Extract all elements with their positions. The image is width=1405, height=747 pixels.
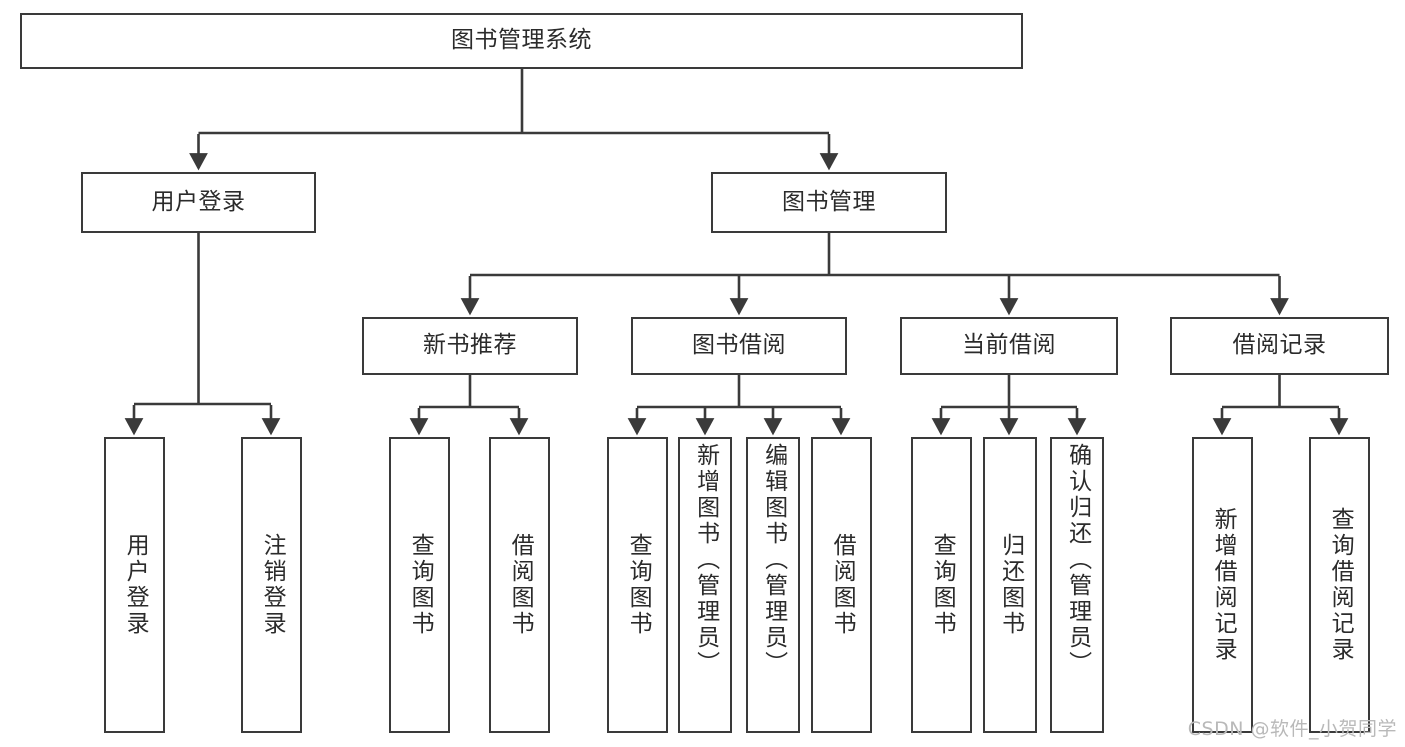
node-label: 新增借阅记录 <box>1210 507 1237 663</box>
node-leaf-confirm-return-admin[interactable]: 确认归还（管理员） <box>1050 437 1104 733</box>
node-leaf-query-borrow-record[interactable]: 查询借阅记录 <box>1309 437 1370 733</box>
node-leaf-query-book-current[interactable]: 查询图书 <box>911 437 972 733</box>
node-leaf-borrow-book[interactable]: 借阅图书 <box>811 437 872 733</box>
node-label: 图书管理系统 <box>451 27 592 54</box>
node-label: 新书推荐 <box>423 332 517 359</box>
node-label: 注销登录 <box>259 533 286 637</box>
node-label: 编辑图书（管理员） <box>760 443 787 677</box>
node-label: 确认归还（管理员） <box>1064 443 1091 677</box>
node-leaf-query-book-recommend[interactable]: 查询图书 <box>389 437 450 733</box>
node-label: 查询图书 <box>625 533 652 637</box>
node-book-management[interactable]: 图书管理 <box>711 172 947 233</box>
node-label: 图书管理 <box>782 188 876 215</box>
node-label: 当前借阅 <box>962 332 1056 359</box>
node-leaf-add-borrow-record[interactable]: 新增借阅记录 <box>1192 437 1253 733</box>
node-label: 借阅记录 <box>1232 332 1327 359</box>
node-label: 归还图书 <box>997 533 1024 637</box>
node-leaf-edit-book-admin[interactable]: 编辑图书（管理员） <box>746 437 800 733</box>
node-label: 查询图书 <box>929 533 956 637</box>
node-book-borrow[interactable]: 图书借阅 <box>631 317 847 375</box>
node-label: 查询借阅记录 <box>1327 507 1354 663</box>
node-leaf-logout[interactable]: 注销登录 <box>241 437 302 733</box>
node-borrow-record[interactable]: 借阅记录 <box>1170 317 1389 375</box>
node-leaf-query-book-borrow[interactable]: 查询图书 <box>607 437 668 733</box>
node-leaf-add-book-admin[interactable]: 新增图书（管理员） <box>678 437 732 733</box>
node-leaf-user-login[interactable]: 用户登录 <box>104 437 165 733</box>
node-label: 用户登录 <box>151 188 246 215</box>
node-label: 查询图书 <box>407 533 434 637</box>
node-label: 图书借阅 <box>692 332 786 359</box>
node-label: 新增图书（管理员） <box>692 443 719 677</box>
node-leaf-borrow-book-recommend[interactable]: 借阅图书 <box>489 437 550 733</box>
node-label: 借阅图书 <box>829 533 856 637</box>
node-label: 借阅图书 <box>507 533 534 637</box>
node-label: 用户登录 <box>122 533 149 637</box>
node-root-book-management-system[interactable]: 图书管理系统 <box>20 13 1023 69</box>
node-new-book-recommend[interactable]: 新书推荐 <box>362 317 578 375</box>
node-leaf-return-book[interactable]: 归还图书 <box>983 437 1037 733</box>
node-current-borrow[interactable]: 当前借阅 <box>900 317 1118 375</box>
node-user-login[interactable]: 用户登录 <box>81 172 316 233</box>
csdn-watermark: CSDN @软件_小贺同学 <box>1187 718 1397 740</box>
